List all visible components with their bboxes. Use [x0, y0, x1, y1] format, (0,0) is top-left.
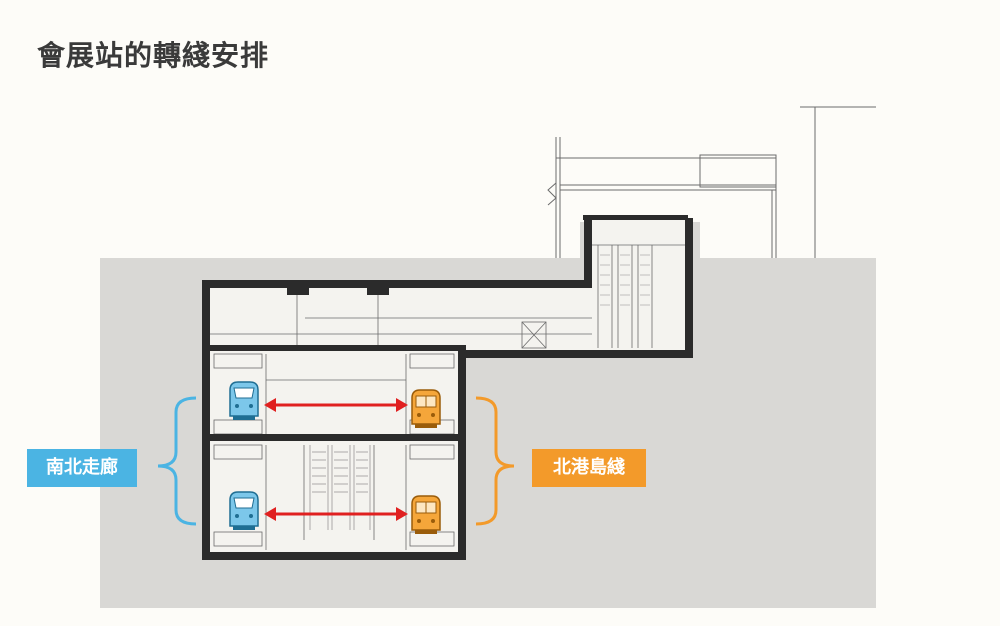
page-title: 會展站的轉綫安排: [37, 39, 270, 72]
south-north-corridor-label: 南北走廊: [27, 449, 137, 487]
curly-brace-icon: [157, 396, 197, 526]
double-arrow-icon: [264, 398, 408, 412]
curly-brace-icon: [475, 396, 515, 526]
north-island-line-label: 北港島綫: [532, 449, 646, 487]
surface-building: [547, 106, 876, 258]
train-front-icon: [229, 491, 259, 531]
train-front-icon: [411, 389, 441, 429]
entrance-escalator-shaft: [583, 215, 693, 358]
train-front-icon: [229, 381, 259, 421]
double-arrow-icon: [264, 507, 408, 521]
interlevel-escalators: [309, 445, 371, 530]
train-front-icon: [411, 495, 441, 535]
